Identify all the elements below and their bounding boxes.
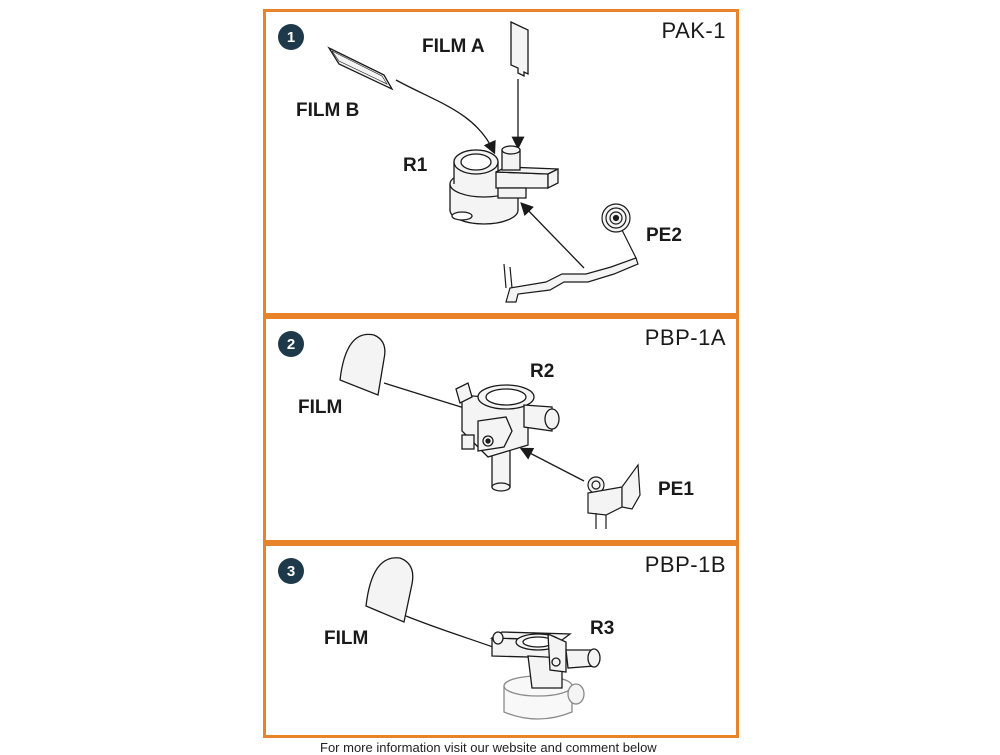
panel-title: PAK-1 <box>661 18 726 43</box>
r2-part <box>455 382 560 492</box>
r2-label: R2 <box>530 361 555 382</box>
step-number-badge: 1 <box>278 24 304 50</box>
panel-title: PBP-1A <box>644 325 726 350</box>
film-b-arrow <box>395 79 496 155</box>
step-3-panel: 3 PBP-1B FILM R3 <box>263 543 739 738</box>
step-1-panel: 1 PAK-1 FILM A FILM B R1 PE2 <box>263 9 739 316</box>
step-number-badge: 3 <box>278 558 304 584</box>
step-number-badge: 2 <box>278 331 304 357</box>
pe2-part <box>503 203 639 303</box>
footer-note: For more information visit our website a… <box>320 740 657 755</box>
pe1-part <box>587 463 641 529</box>
step-2-drawing <box>339 333 641 529</box>
step-3-drawing <box>365 557 601 720</box>
step-1-drawing <box>327 20 639 303</box>
pe1-arrow <box>519 447 585 482</box>
pe2-label: PE2 <box>646 225 682 246</box>
r3-label: R3 <box>590 618 615 639</box>
film-b-label: FILM B <box>296 100 360 121</box>
film-label: FILM <box>298 397 343 418</box>
film-part <box>339 333 386 396</box>
film-a-part <box>510 20 529 78</box>
film-a-label: FILM A <box>422 36 485 57</box>
film-label: FILM <box>324 628 369 649</box>
film-part <box>365 557 414 623</box>
pe2-arrow <box>520 202 585 269</box>
step-2-panel: 2 PBP-1A FILM R2 PE1 <box>263 316 739 543</box>
r1-part <box>449 145 559 225</box>
r1-label: R1 <box>403 155 428 176</box>
panel-title: PBP-1B <box>644 552 726 577</box>
pe1-label: PE1 <box>658 479 694 500</box>
r3-part <box>489 631 601 720</box>
